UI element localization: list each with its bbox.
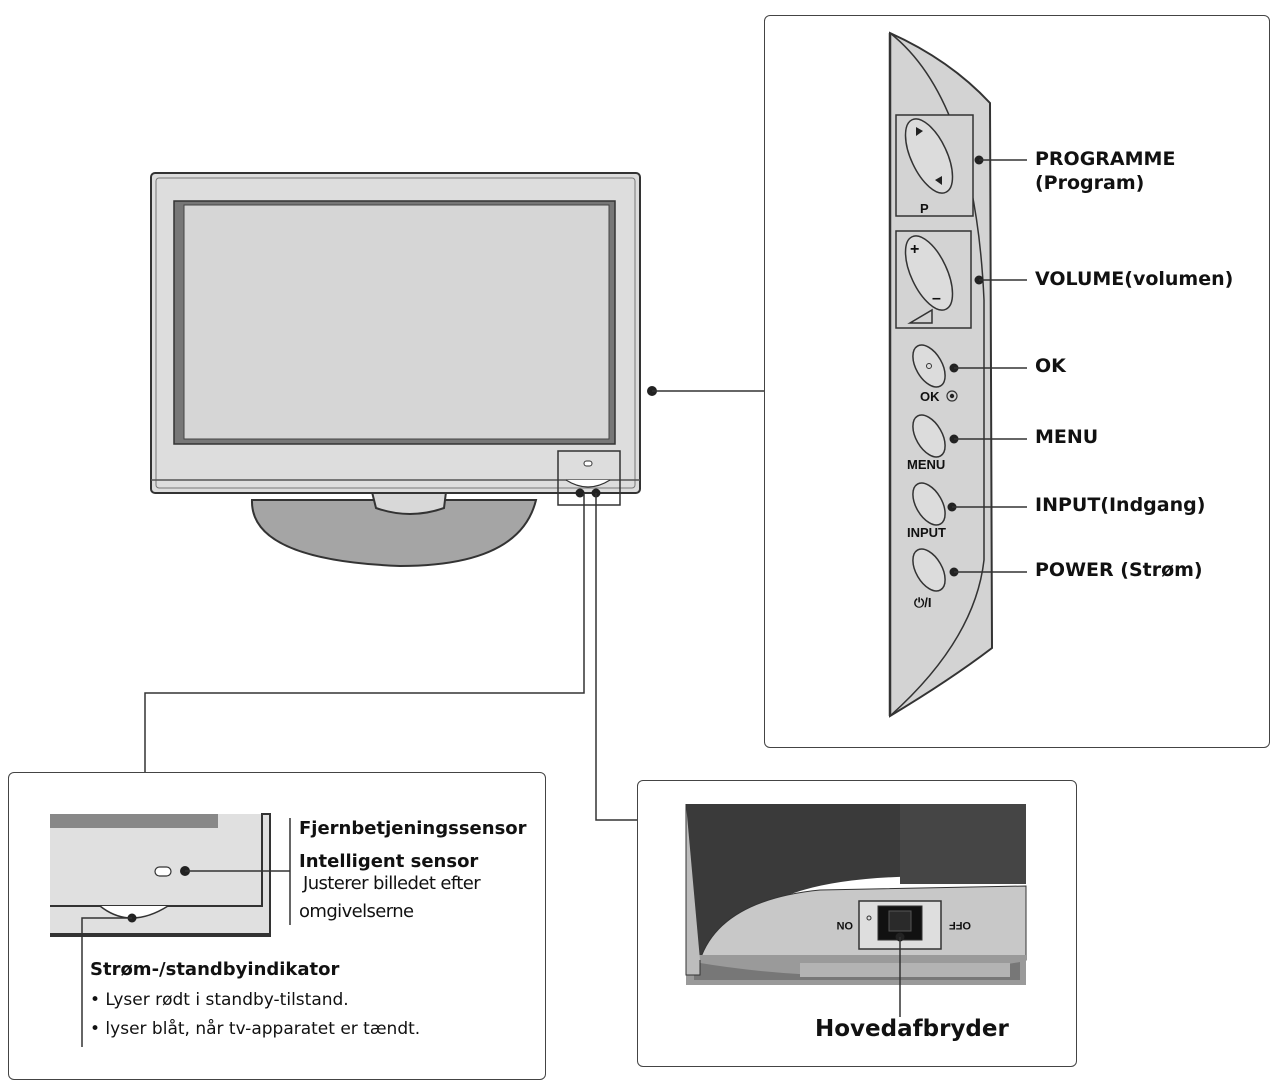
label-power: POWER (Strøm): [1035, 559, 1203, 581]
tv-stand-neck: [370, 491, 448, 515]
label-ok: OK: [1035, 355, 1066, 377]
label-adjusts-line1: Justerer billedet efter: [303, 873, 481, 894]
label-bullet-standby: • Lyser rødt i standby-tilstand.: [90, 990, 349, 1010]
label-adjusts-line2: omgivelserne: [299, 901, 414, 922]
label-input: INPUT(Indgang): [1035, 494, 1206, 516]
label-remote-sensor: Fjernbetjeningssensor: [299, 818, 527, 839]
side-controls-panel: [764, 15, 1270, 748]
svg-text:OFF: OFF: [949, 919, 971, 931]
label-bullet-on: • lyser blåt, når tv-apparatet er tændt.: [90, 1019, 421, 1039]
svg-text:–: –: [932, 290, 941, 307]
svg-text:INPUT: INPUT: [907, 525, 946, 540]
label-programme: PROGRAMME: [1035, 148, 1176, 170]
svg-text:OK: OK: [920, 389, 940, 404]
svg-text:⏻/I: ⏻/I: [914, 595, 932, 610]
button-p-text: P: [920, 201, 929, 216]
label-programme-sub: (Program): [1035, 172, 1145, 194]
sensor-highlight-box: [557, 450, 621, 506]
label-menu: MENU: [1035, 426, 1099, 448]
label-main-switch: Hovedafbryder: [815, 1016, 1009, 1042]
svg-text:ON: ON: [836, 919, 853, 931]
tv-inner-frame: [155, 177, 636, 489]
svg-text:MENU: MENU: [907, 457, 945, 472]
label-indicator-title: Strøm-/standbyindikator: [90, 959, 340, 980]
indicator-dot: [575, 488, 585, 498]
label-intelligent-sensor: Intelligent sensor: [299, 851, 479, 872]
label-volume: VOLUME(volumen): [1035, 268, 1234, 290]
tv-stand-base: [250, 499, 538, 568]
svg-text:+: +: [910, 241, 919, 258]
tv-screen: [183, 204, 610, 440]
